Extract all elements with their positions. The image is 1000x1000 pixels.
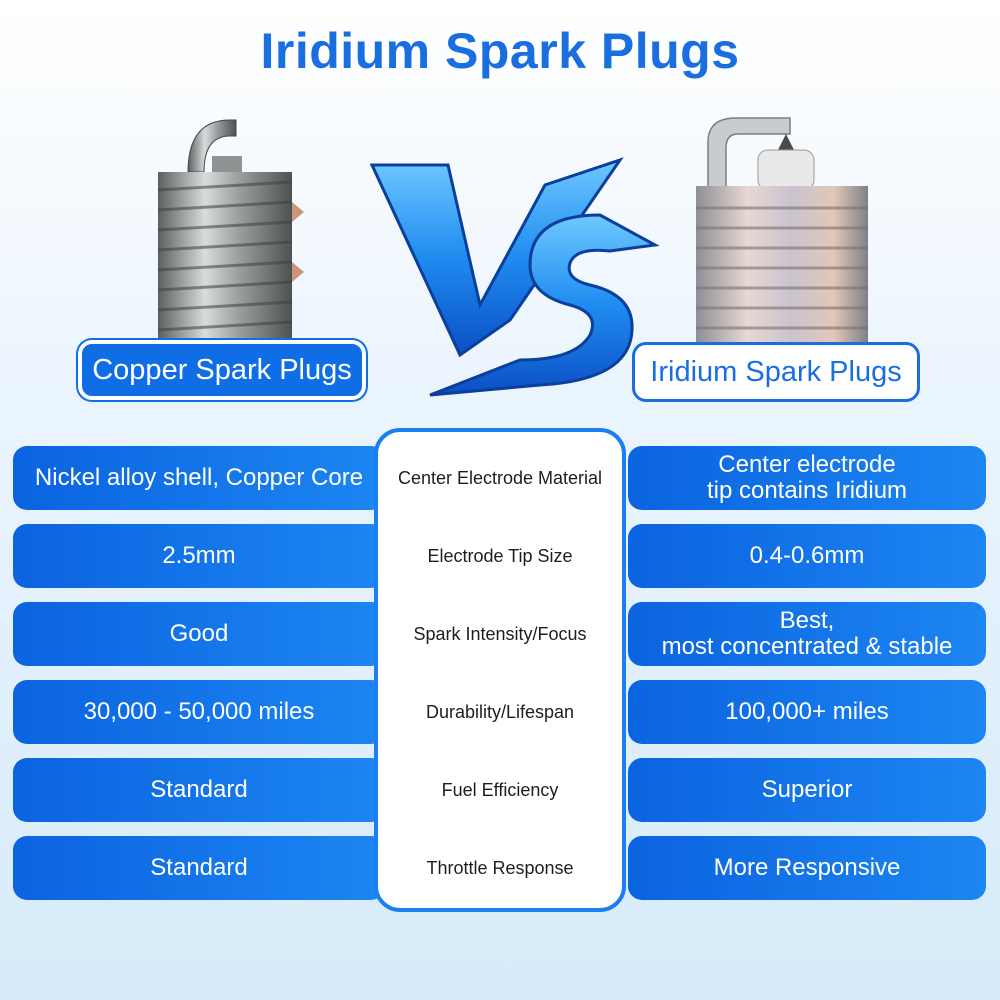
- feature-label-5: Throttle Response: [426, 858, 574, 878]
- feature-label-4: Fuel Efficiency: [441, 780, 559, 800]
- iridium-value-1: 0.4-0.6mm: [628, 524, 986, 588]
- feature-label-1: Electrode Tip Size: [427, 546, 573, 566]
- vs-graphic: [370, 157, 660, 397]
- copper-value-5: Standard: [13, 836, 385, 900]
- iridium-value-3: 100,000+ miles: [628, 680, 986, 744]
- iridium-value-2: Best, most concentrated & stable: [628, 602, 986, 666]
- iridium-spark-plug-image: [696, 117, 868, 352]
- copper-value-3: 30,000 - 50,000 miles: [13, 680, 385, 744]
- iridium-spark-plugs-label: Iridium Spark Plugs: [632, 342, 920, 402]
- copper-spark-plugs-label: Copper Spark Plugs: [78, 340, 366, 400]
- copper-value-2: Good: [13, 602, 385, 666]
- iridium-value-5: More Responsive: [628, 836, 986, 900]
- feature-label-0: Center Electrode Material: [397, 468, 603, 488]
- copper-spark-plug-image: [157, 119, 304, 352]
- feature-label-3: Durability/Lifespan: [425, 702, 575, 722]
- copper-value-1: 2.5mm: [13, 524, 385, 588]
- feature-label-2: Spark Intensity/Focus: [413, 624, 587, 644]
- iridium-value-0: Center electrode tip contains Iridium: [628, 446, 986, 510]
- page-title: Iridium Spark Plugs: [260, 23, 740, 79]
- copper-value-0: Nickel alloy shell, Copper Core: [13, 446, 385, 510]
- feature-panel: Center Electrode Material Electrode Tip …: [374, 428, 626, 912]
- iridium-value-4: Superior: [628, 758, 986, 822]
- copper-value-4: Standard: [13, 758, 385, 822]
